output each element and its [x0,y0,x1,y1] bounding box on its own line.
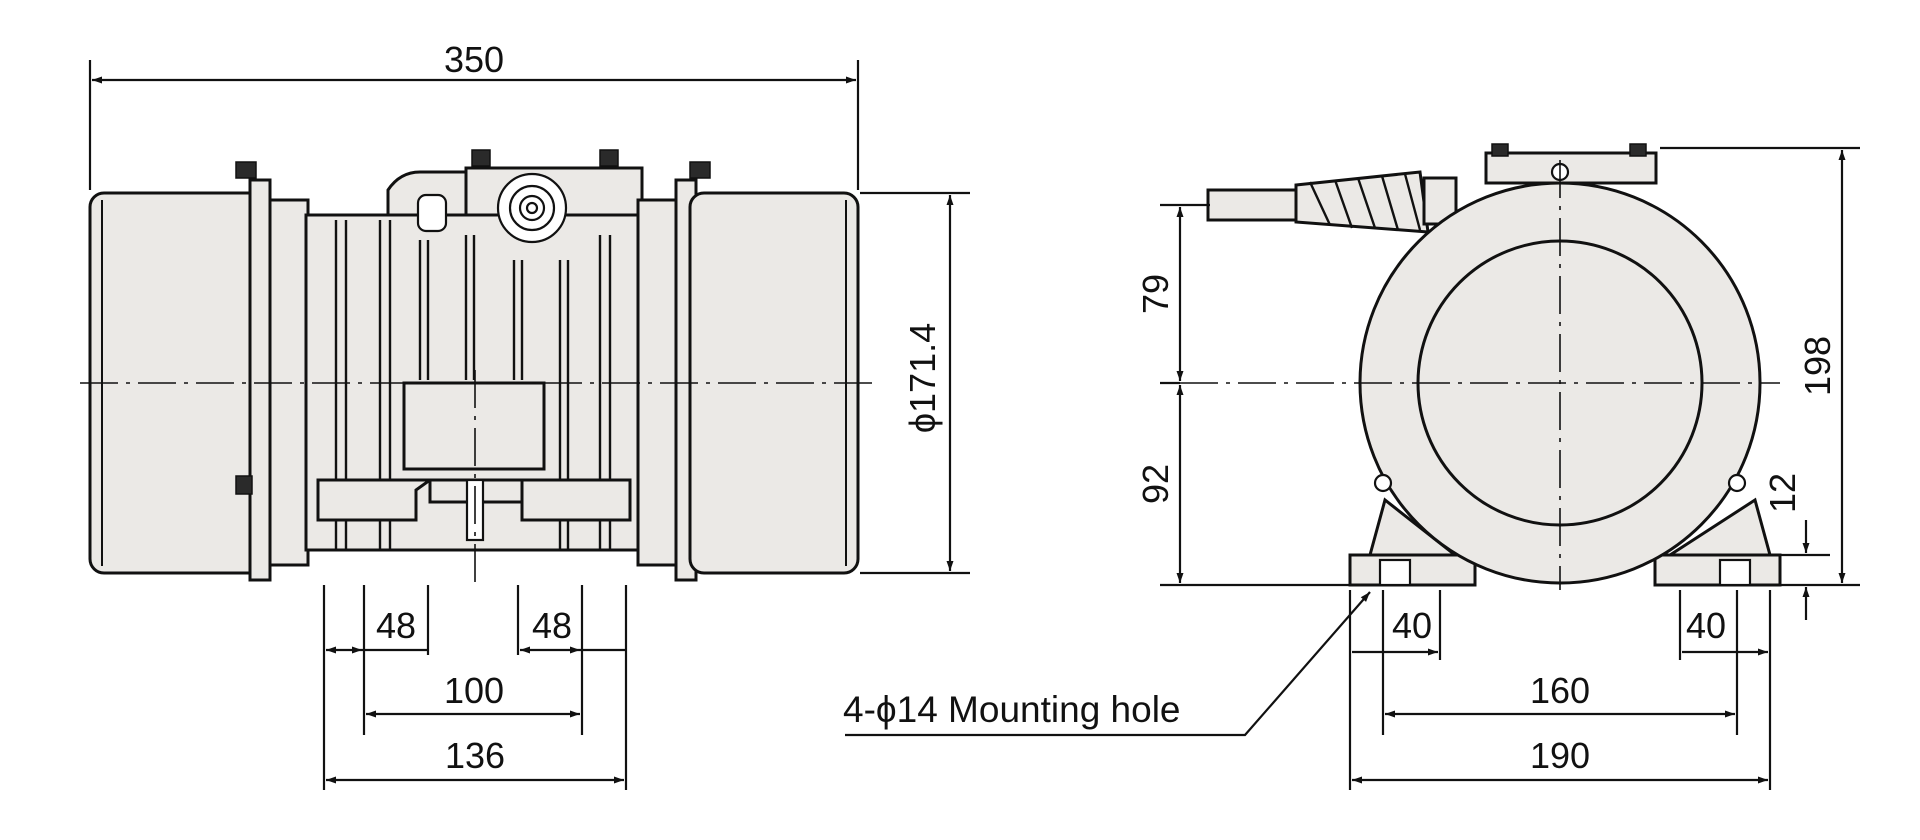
mounting-hole-note: 4-ϕ14 Mounting hole [843,689,1181,730]
right-foot [520,478,632,522]
end-top-plate [1484,151,1658,185]
dim-lower-height: 92 [1135,464,1176,504]
side-view-dimensions: 350 ϕ171.4 48 48 100 136 [88,39,970,790]
dim-foot-hole-right: 40 [1686,605,1726,646]
dim-foot-hole-left: 40 [1392,605,1432,646]
dim-upper-height: 79 [1135,274,1176,314]
dim-overall-length: 350 [444,39,504,80]
side-view [80,149,880,590]
dim-total-height: 198 [1797,336,1838,396]
end-right-base [1653,553,1782,587]
dim-hole-pitch: 100 [444,670,504,711]
left-foot [316,478,435,522]
dim-foot-spacing-right: 48 [532,605,572,646]
end-view [1180,143,1782,590]
dim-base-length: 136 [445,735,505,776]
end-left-base [1348,553,1477,587]
right-end-cover [688,191,860,575]
dim-base-width: 190 [1530,735,1590,776]
power-cable [1206,188,1300,222]
dim-diameter: ϕ171.4 [902,323,943,433]
dim-foot-spacing-left: 48 [376,605,416,646]
left-flange [248,178,272,582]
cable-strain-relief [1294,170,1430,234]
dim-foot-thickness: 12 [1762,473,1803,513]
end-view-dimensions: 79 92 198 12 40 40 160 190 4-ϕ14 Mountin… [843,146,1860,790]
name-plate [402,381,546,471]
dim-hole-span: 160 [1530,670,1590,711]
